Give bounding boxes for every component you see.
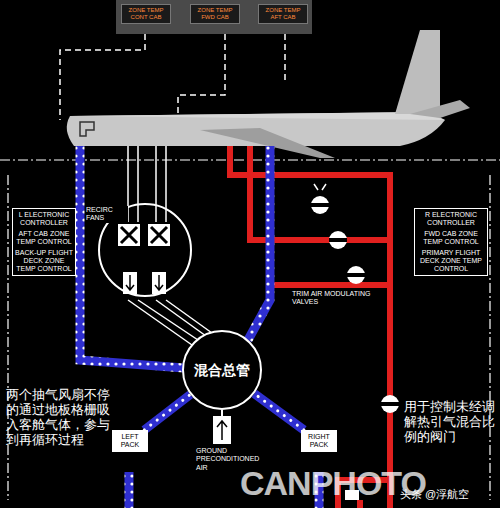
controller-box: R ELECTRONIC CONTROLLER FWD CAB ZONE TEMP… bbox=[414, 208, 488, 276]
valve-label: TRIM AIR MODULATING VALVES bbox=[292, 290, 382, 307]
node-text: FWD CAB ZONE TEMP CONTROL bbox=[417, 230, 485, 246]
signal-lines bbox=[60, 34, 285, 120]
node-text: BACK-UP FLIGHT DECK ZONE TEMP CONTROL bbox=[15, 249, 73, 273]
pack-box: LEFT PACK bbox=[112, 430, 148, 452]
recirc-ducts bbox=[128, 146, 212, 345]
recirc-fans bbox=[118, 224, 170, 294]
airplane bbox=[67, 30, 470, 158]
zone-temp-indicator: ZONE TEMP AFT CAB bbox=[258, 4, 308, 24]
node-text: PRIMARY FLIGHT DECK ZONE TEMP CONTROL bbox=[417, 249, 485, 273]
pack-box: RIGHT PACK bbox=[301, 430, 337, 452]
node-title: ZONE TEMP AFT CAB bbox=[261, 7, 305, 21]
ground-air-inlet bbox=[213, 410, 231, 444]
zone-temp-indicator: ZONE TEMP CONT CAB bbox=[121, 4, 171, 24]
mixing-manifold: 混合总管 bbox=[182, 330, 262, 410]
recirc-fans-label: RECIRC FANS bbox=[86, 206, 128, 223]
duct-line bbox=[144, 394, 190, 430]
node-title: ZONE TEMP FWD CAB bbox=[193, 7, 237, 21]
node-title: 混合总管 bbox=[194, 362, 250, 378]
duct-line bbox=[254, 394, 304, 430]
control-panel bbox=[116, 0, 312, 34]
controller-box: L ELECTRONIC CONTROLLER AFT CAB ZONE TEMP… bbox=[12, 208, 76, 276]
duct-dots bbox=[144, 394, 190, 430]
note-text: 两个抽气风扇不停的通过地板格栅吸入客舱气体，参与到再循环过程 bbox=[6, 388, 112, 448]
hot-air-lines bbox=[230, 146, 390, 508]
node-title: L ELECTRONIC CONTROLLER bbox=[15, 211, 73, 227]
node-title: R ELECTRONIC CONTROLLER bbox=[417, 211, 485, 227]
duct-dots bbox=[254, 394, 304, 430]
note-text: 用于控制未经调解热引气混合比例的阀门 bbox=[404, 400, 496, 445]
zone-temp-indicator: ZONE TEMP FWD CAB bbox=[190, 4, 240, 24]
node-title: ZONE TEMP CONT CAB bbox=[124, 7, 168, 21]
node-title: LEFT PACK bbox=[115, 433, 145, 449]
air-duct bbox=[144, 394, 190, 430]
watermark: 头条 @浮航空 bbox=[400, 488, 496, 501]
cabin-ducts bbox=[80, 146, 319, 508]
node-title: RIGHT PACK bbox=[304, 433, 334, 449]
node-text: AFT CAB ZONE TEMP CONTROL bbox=[15, 230, 73, 246]
air-duct bbox=[254, 394, 304, 430]
